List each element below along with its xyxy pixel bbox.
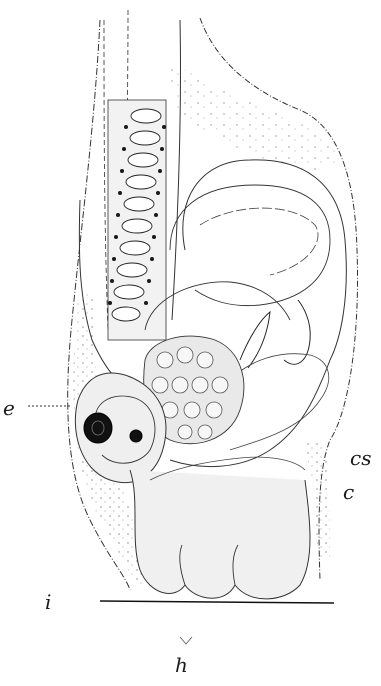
spinal-canal-left: [104, 20, 108, 330]
stomach-outline: [170, 185, 330, 306]
vertebral-column: [108, 100, 166, 340]
dark-mass-large: [84, 413, 112, 443]
stomach-inner: [200, 208, 318, 275]
dark-mass-small: [130, 430, 142, 442]
baseline: [100, 601, 334, 603]
lower-lobes: [130, 470, 310, 599]
tick-h: [180, 637, 192, 644]
label-cs: cs: [350, 448, 371, 468]
label-h: h: [175, 655, 188, 675]
stippled-tissue-upper: [165, 60, 337, 171]
label-e: e: [3, 398, 15, 418]
label-c: c: [343, 482, 354, 502]
intestine-inner: [230, 354, 329, 450]
intestine-loop-1: [240, 312, 270, 368]
label-i: i: [45, 592, 51, 612]
